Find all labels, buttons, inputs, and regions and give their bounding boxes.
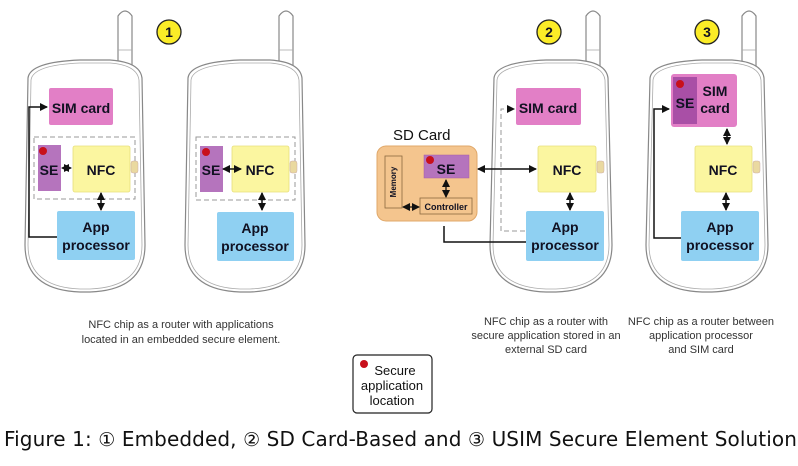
nfc-label: NFC [87,162,116,178]
legend: Secure application location [352,354,433,414]
circled-number-3: ③ [467,429,486,451]
nfc-antenna-connector [289,160,298,174]
svg-text:located in an embedded secure: located in an embedded secure element. [82,334,281,346]
phone-1-embedded-with-sim: SIM card SE NFC App processor [24,10,146,293]
caption-sd: NFC chip as a router with secure applica… [471,316,620,356]
sd-to-app-line [443,226,526,243]
caption-part-usim: USIM Secure Element Solutions [485,427,798,451]
phone-4-usim: SE SIM card NFC App processor [645,10,769,293]
memory-box [384,155,403,209]
caption-part-sd: SD Card-Based and [260,427,468,451]
se-box [200,146,223,192]
nfc-antenna-connector [596,160,605,174]
svg-text:NFC chip as a router between: NFC chip as a router between [628,316,774,328]
app-label-line1: App [551,219,578,235]
sim-label-line1: SIM [703,83,728,99]
app-label-line1: App [241,220,268,236]
sim-card-label: SIM card [519,100,577,116]
app-to-sim-dashed-arrow [500,105,525,232]
svg-text:2: 2 [545,24,553,40]
nfc-label: NFC [246,162,275,178]
sim-label-line2: card [700,100,730,116]
svg-text:application processor: application processor [649,330,753,342]
se-box [38,145,61,191]
app-label-line1: App [706,219,733,235]
app-label-line2: processor [62,237,130,253]
nfc-antenna-connector [752,160,761,174]
legend-box [352,354,433,414]
circled-number-2: ② [243,429,261,451]
caption-usim: NFC chip as a router between application… [628,316,774,356]
sim-card-box [49,88,113,125]
caption-part-embedded: Embedded, [115,427,244,451]
sd-card: SD Card Memory SE Controller [376,127,478,222]
app-to-sim-arrow [28,103,57,238]
nfc-label: NFC [553,162,582,178]
app-processor-box [526,211,604,261]
nfc-antenna-connector [130,160,139,174]
badge-3: 3 [694,19,720,45]
se-label: SE [676,95,695,111]
nfc-label: NFC [709,162,738,178]
svg-text:and SIM card: and SIM card [668,344,733,356]
app-to-sim-arrow [653,105,681,239]
secure-app-dot [426,156,434,164]
secure-app-dot [360,360,368,368]
app-label-line2: processor [531,237,599,253]
figure-label: Figure 1: [4,427,99,451]
app-label-line2: processor [686,237,754,253]
phone-2-embedded: SE NFC App processor [184,10,306,293]
phone-3-sd-based: SIM card NFC App processor [443,10,613,293]
controller-box [419,197,473,215]
sim-card-label: SIM card [52,100,110,116]
secure-app-dot [39,147,47,155]
memory-label: Memory [389,166,398,197]
app-processor-box [681,211,759,261]
secure-app-dot [202,148,210,156]
se-label: SE [202,162,221,178]
svg-text:secure application stored in a: secure application stored in an [471,330,620,342]
legend-line2: application [361,378,423,393]
sim-card-box [516,88,581,125]
legend-line3: location [370,393,415,408]
badge-1: 1 [156,19,182,45]
legend-line1: Secure [374,363,415,378]
caption-embedded: NFC chip as a router with applications l… [82,319,281,346]
sd-card-title: SD Card [393,127,451,144]
svg-text:1: 1 [165,24,173,40]
app-processor-box [57,211,135,260]
controller-label: Controller [424,202,467,212]
app-processor-box [217,212,294,261]
svg-text:NFC chip as a router with appl: NFC chip as a router with applications [88,319,274,331]
svg-text:3: 3 [703,24,711,40]
svg-text:NFC chip as a router with: NFC chip as a router with [484,316,608,328]
circled-number-1: ① [98,429,116,451]
secure-app-dot [676,80,684,88]
app-label-line2: processor [221,238,289,254]
figure-caption: Figure 1: ① Embedded, ② SD Card-Based an… [4,427,798,451]
sd-se-box [423,154,470,179]
se-label: SE [40,162,59,178]
badge-2: 2 [536,19,562,45]
app-label-line1: App [82,219,109,235]
sd-se-label: SE [437,161,456,177]
svg-text:external SD card: external SD card [505,344,587,356]
